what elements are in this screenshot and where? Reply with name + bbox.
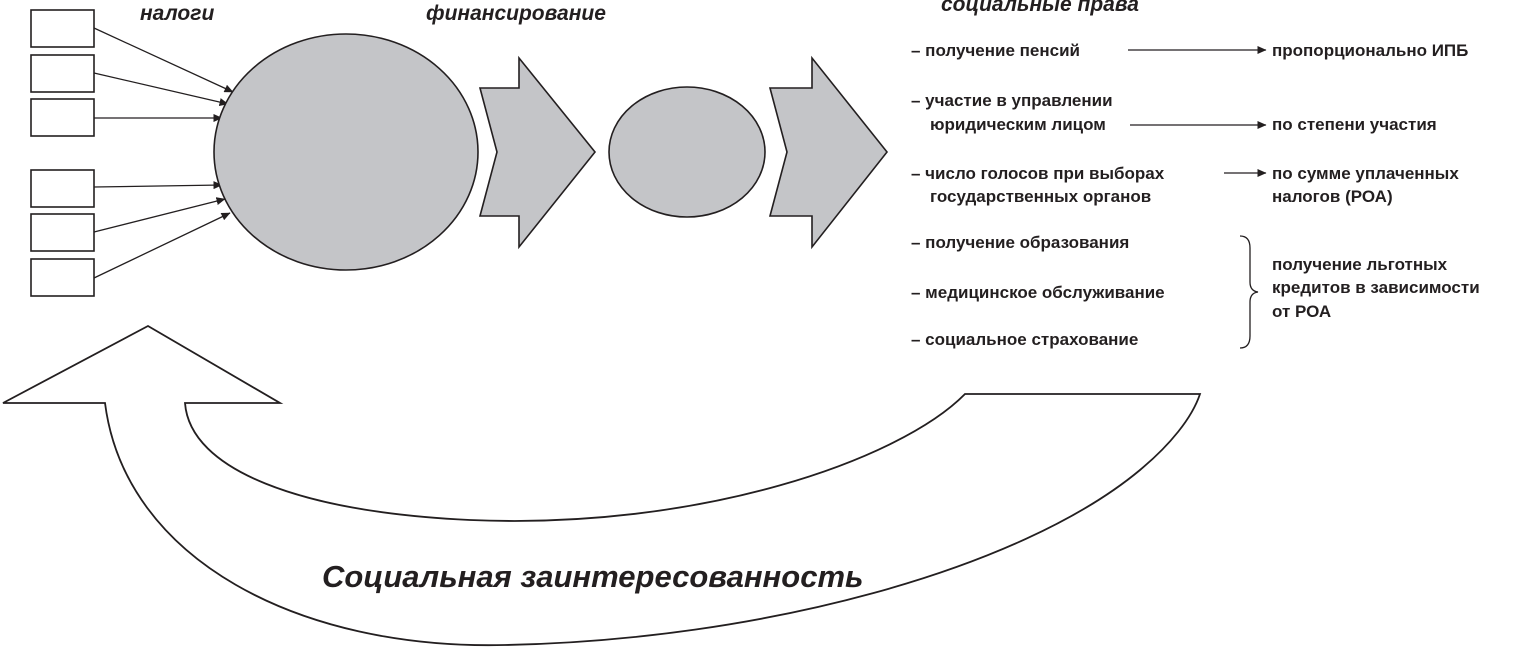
right-votes-line2: государственных органов — [930, 187, 1151, 206]
taxpayer-box — [30, 98, 95, 137]
rights-list: – получение пенсий пропорционально ИПБ –… — [911, 41, 1480, 349]
grouping-brace — [1239, 235, 1259, 349]
feedback-loop-arrow — [2, 324, 1202, 647]
tax-arrow — [93, 72, 229, 106]
result-management: по степени участия — [1272, 115, 1437, 134]
result-pension: пропорционально ИПБ — [1272, 41, 1468, 60]
tax-fund-ellipse — [213, 33, 479, 271]
taxpayer-box — [30, 169, 95, 208]
tax-arrow — [93, 181, 223, 190]
result-credits-line1: получение льготных — [1272, 255, 1448, 274]
right-education: – получение образования — [911, 233, 1129, 252]
result-votes-line2: налогов (РОА) — [1272, 187, 1393, 206]
right-medical: – медицинское обслуживание — [911, 283, 1165, 302]
loop-label: Социальная заинтересованность — [322, 559, 863, 594]
right-management-line1: – участие в управлении — [911, 91, 1113, 110]
taxpayer-box — [30, 258, 95, 297]
result-credits-line2: кредитов в зависимости — [1272, 278, 1480, 297]
right-insurance: – социальное страхование — [911, 330, 1138, 349]
result-votes-line1: по сумме уплаченных — [1272, 164, 1459, 183]
taxpayer-box — [30, 213, 95, 252]
taxpayer-box — [30, 54, 95, 93]
flow-chevron — [768, 55, 889, 250]
tax-arrows — [93, 27, 234, 279]
taxpayer-box — [30, 9, 95, 48]
taxpayer-boxes — [30, 9, 95, 297]
header-taxes: налоги — [140, 2, 214, 25]
right-pension: – получение пенсий — [911, 41, 1080, 60]
right-management-line2: юридическим лицом — [930, 115, 1106, 134]
header-financing: финансирование — [426, 2, 606, 25]
financing-ellipse — [608, 86, 766, 218]
tax-arrow — [93, 27, 234, 93]
result-credits-line3: от РОА — [1272, 302, 1331, 321]
tax-arrow — [93, 197, 226, 233]
tax-arrow — [93, 212, 231, 279]
right-votes-line1: – число голосов при выборах — [911, 164, 1165, 183]
header-social-rights: социальные права — [941, 0, 1139, 16]
flow-chevron — [478, 55, 597, 250]
